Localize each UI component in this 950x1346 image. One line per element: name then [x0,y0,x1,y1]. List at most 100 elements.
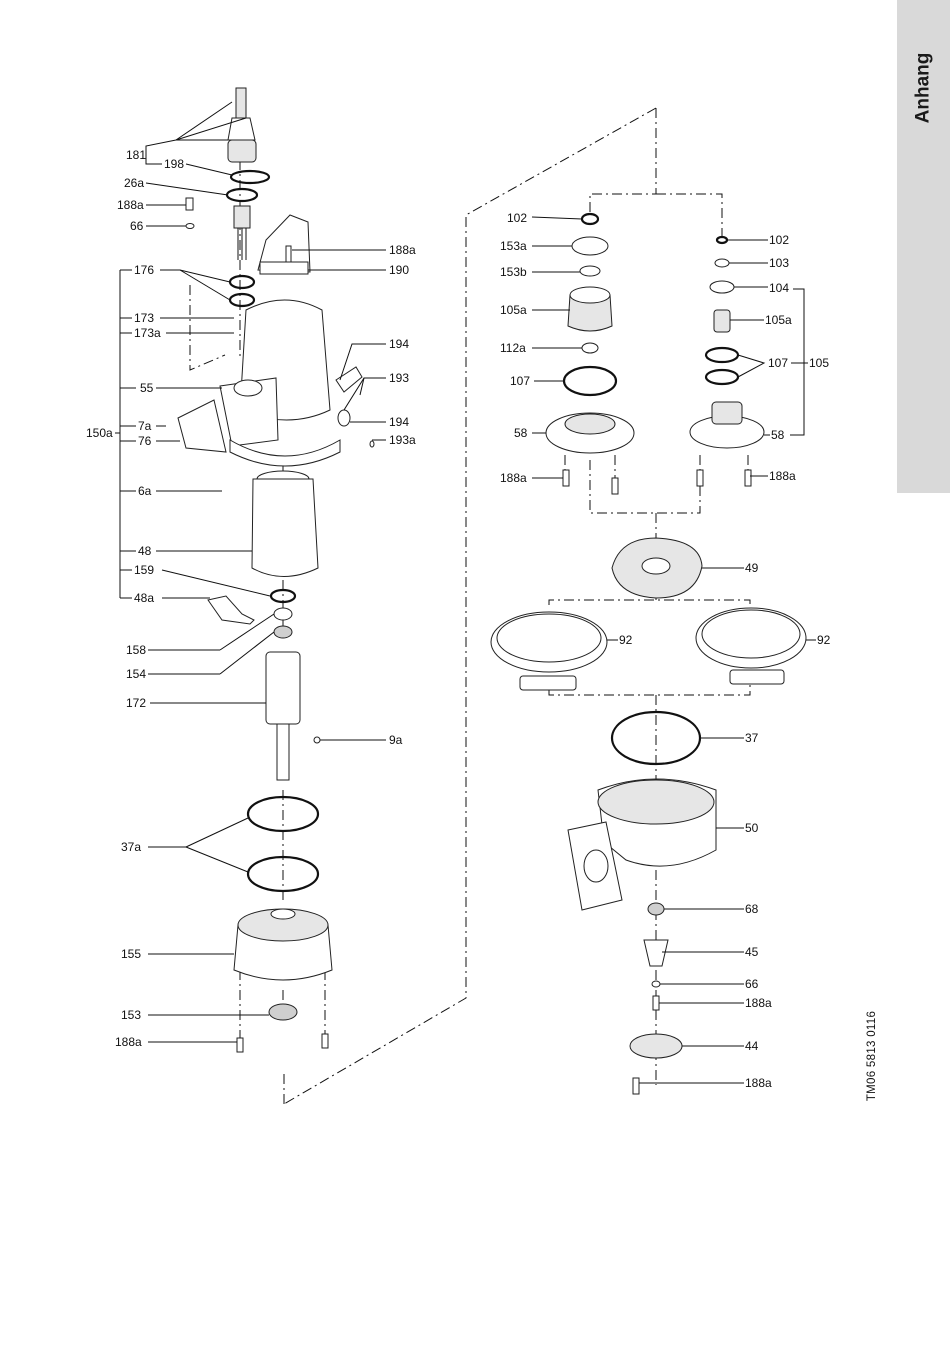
label-45: 45 [745,945,759,959]
screw-188a-r2-part [612,478,618,494]
label-172: 172 [126,696,146,710]
screw-188a-r5-part [653,996,659,1010]
rotor-172-part [266,652,300,724]
label-103: 103 [769,256,789,270]
label-7a: 7a [138,419,152,433]
pump-housing-top-part [598,780,714,824]
seal-105a-left-top-part [570,287,610,303]
pump-outlet-hole-part [584,850,608,882]
screw-188a-bottom-right-part [322,1034,328,1048]
label-48: 48 [138,544,152,558]
oring-107-left-part [564,367,616,395]
label-112a: 112a [500,341,526,355]
label-158: 158 [126,643,146,657]
seal-153a-part [572,237,608,255]
label-37: 37 [745,731,759,745]
seal-103-part [715,259,729,267]
seal-104-part [710,281,734,293]
oring-102-left-part [582,214,598,224]
label-107: 107 [510,374,530,388]
label-102: 102 [769,233,789,247]
label-105a: 105a [500,303,527,317]
label-107: 107 [768,356,788,370]
shaft-part [277,724,289,780]
cutting-plate-44-part [630,1034,682,1058]
label-155: 155 [121,947,141,961]
label-188a: 188a [389,243,416,257]
bracket-plate-part [260,262,308,274]
label-190: 190 [389,263,409,277]
label-153b: 153b [500,265,527,279]
label-55: 55 [140,381,154,395]
cable-nut-part [228,140,256,162]
label-66: 66 [130,219,144,233]
label-194: 194 [389,337,409,351]
oring-176a-part [230,276,254,288]
label-150a: 150a [86,426,113,440]
label-26a: 26a [124,176,144,190]
label-48a: 48a [134,591,154,605]
label-188a: 188a [745,996,772,1010]
cable-gland-part [228,118,255,140]
bearing-154-part [274,626,292,638]
label-173a: 173a [134,326,161,340]
clamp-92-left-inner-part [497,614,601,662]
left-leader-lines [115,102,386,1042]
label-181: 181 [126,148,146,162]
oring-107-right-upper-part [706,348,738,362]
screw-188a-r1-part [563,470,569,486]
label-49: 49 [745,561,759,575]
label-37a: 37a [121,840,141,854]
terminal-block-part [234,206,250,228]
cutter-45-part [644,940,668,966]
key-9a-part [314,737,320,743]
cable-harness-48a-part [208,596,254,624]
seal-153b-part [580,266,600,276]
washer-66-part [186,224,194,229]
oring-102-right-part [717,237,727,243]
label-68: 68 [745,902,759,916]
impeller-hub-part [642,558,670,574]
label-58: 58 [514,426,528,440]
label-159: 159 [134,563,154,577]
label-193a: 193a [389,433,416,447]
ring-112a-part [582,343,598,353]
oring-176b-part [230,294,254,306]
clamp-92-left-lock-part [520,676,576,690]
bearing-153-part [269,1004,297,1020]
screw-188a-bottom-left-part [237,1038,243,1052]
bracket-screw-part [286,246,291,262]
wear-ring-68-part [648,903,664,915]
seal-cover-58-left-hub-part [565,414,615,434]
screw-188a-r3-part [697,470,703,486]
label-153: 153 [121,1008,141,1022]
label-173: 173 [134,311,154,325]
label-193: 193 [389,371,409,385]
terminal-pins-part [238,228,246,260]
clamp-92-right-inner-part [702,610,800,658]
washer-66-right-part [652,981,660,987]
label-92: 92 [619,633,633,647]
label-198: 198 [164,157,184,171]
label-188a: 188a [769,469,796,483]
label-6a: 6a [138,484,152,498]
drop-193a-part [370,441,374,447]
label-188a: 188a [500,471,527,485]
label-153a: 153a [500,239,527,253]
motor-assembly [178,88,374,1052]
screw-188a-r4-part [745,470,751,486]
cable-part [236,88,246,118]
label-66: 66 [745,977,759,991]
oring-26a-part [227,189,257,201]
label-104: 104 [769,281,789,295]
cable-entry-part [234,380,262,396]
seal-105a-right-part [714,310,730,332]
seal-cover-58-right-hub-part [712,402,742,424]
label-102: 102 [507,211,527,225]
label-50: 50 [745,821,759,835]
label-154: 154 [126,667,146,681]
screw-188a-part [186,198,193,210]
clamp-92-right-lock-part [730,670,784,684]
stator-48-part [252,479,318,577]
